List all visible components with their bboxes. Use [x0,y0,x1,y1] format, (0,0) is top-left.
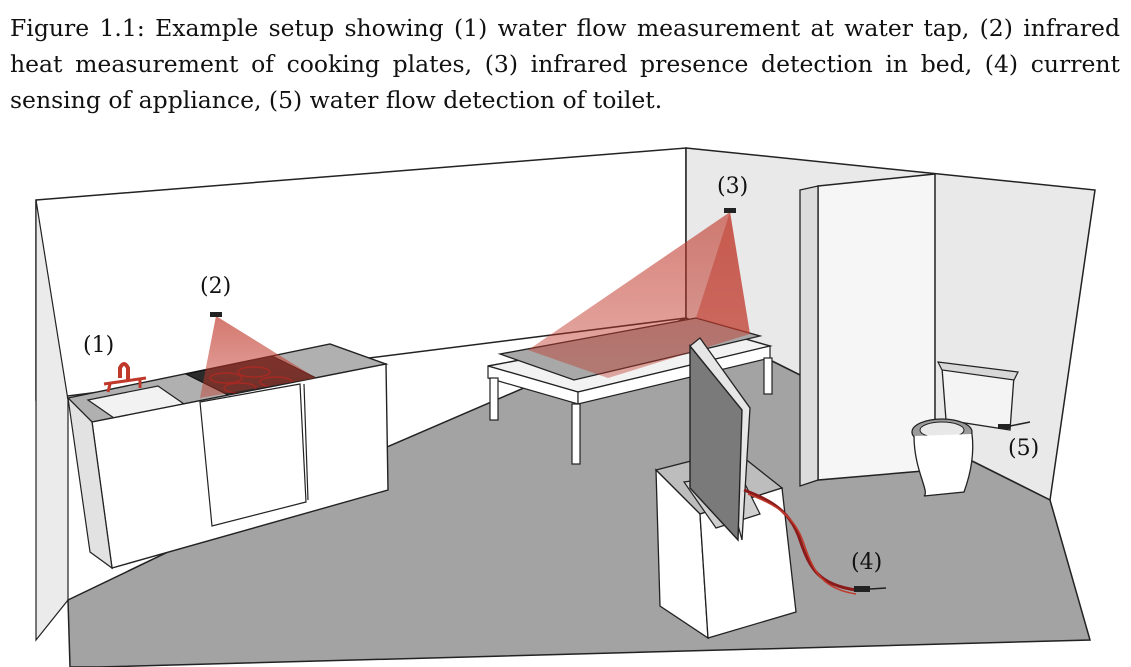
sensor-4-current [743,488,887,595]
label-5: (5) [1008,436,1039,461]
toilet [911,361,1031,497]
partition-wall [799,173,936,487]
sensor-2-heat [200,312,316,398]
television [682,337,761,542]
label-2: (2) [200,274,231,299]
label-4: (4) [851,550,882,575]
faucet [118,362,130,380]
label-3: (3) [717,174,748,199]
sensor-3-presence [528,208,750,378]
label-1: (1) [83,333,114,358]
figure-caption: Figure 1.1: Example setup showing (1) wa… [10,14,1120,114]
